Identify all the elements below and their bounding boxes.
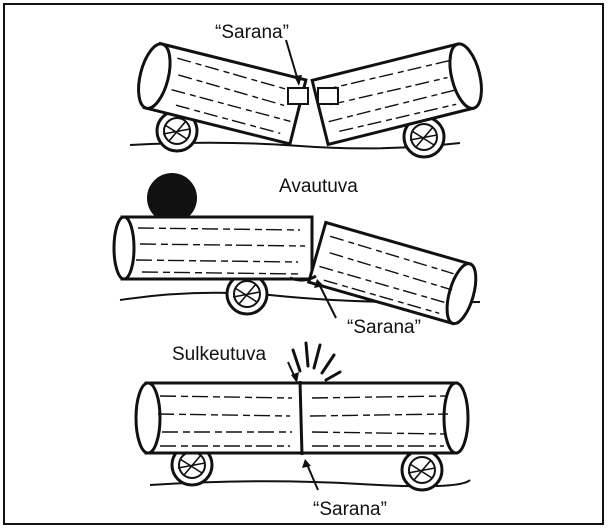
log-right-middle xyxy=(309,223,482,327)
label-hinge-bottom: “Sarana” xyxy=(313,500,387,519)
label-hinge-middle: “Sarana” xyxy=(347,318,421,337)
log-left-middle xyxy=(114,217,312,279)
crack-splinter-lines xyxy=(293,343,340,380)
log-bottom xyxy=(136,381,468,455)
label-hinge-top: “Sarana” xyxy=(215,23,289,42)
hinge-block-left xyxy=(288,88,308,104)
scene-top xyxy=(130,40,487,157)
scene-bottom xyxy=(136,343,470,490)
label-closing: Sulkeutuva xyxy=(172,345,266,364)
label-opening: Avautuva xyxy=(279,177,358,196)
hinge-block-right xyxy=(318,88,338,104)
support-wheel-right-bottom xyxy=(402,450,442,490)
